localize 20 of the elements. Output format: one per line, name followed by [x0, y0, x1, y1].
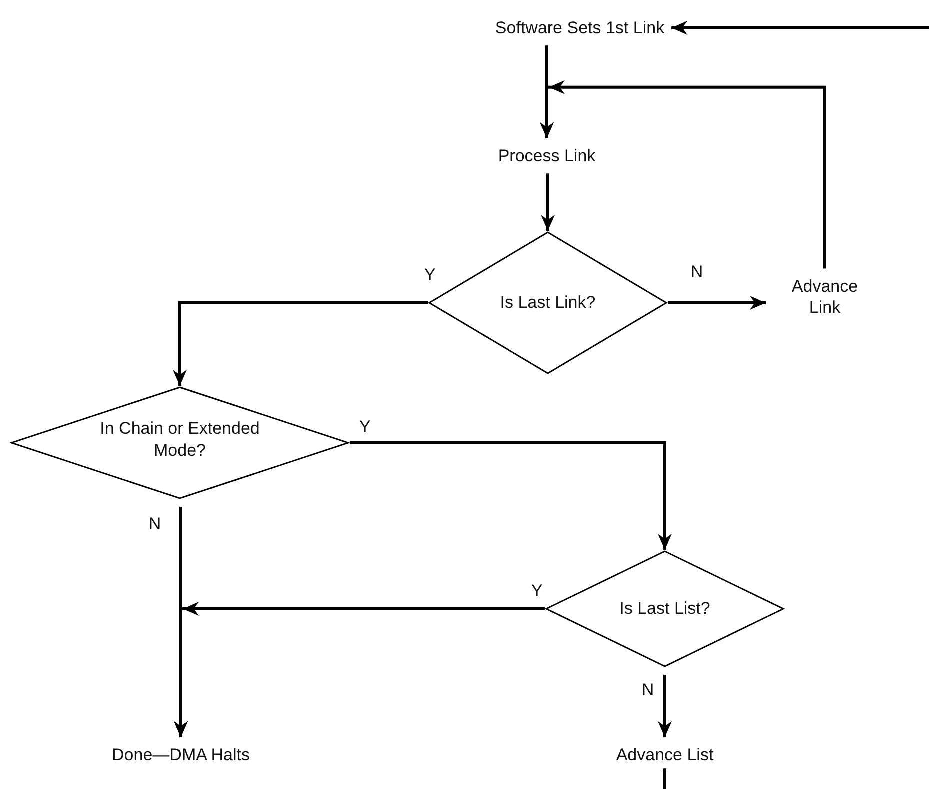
arrow — [672, 21, 929, 35]
arrow — [541, 174, 555, 231]
arrow — [173, 302, 428, 386]
arrow — [668, 296, 766, 310]
step-text: Done—DMA Halts — [112, 744, 250, 766]
arrow — [658, 675, 672, 738]
edge-label: Y — [422, 266, 438, 284]
edge-label: Y — [529, 582, 545, 600]
step-text: Software Sets 1st Link — [495, 17, 665, 39]
decision-diamond — [10, 386, 350, 500]
step-text: Process Link — [498, 145, 596, 167]
arrow — [350, 442, 672, 550]
decision-text: Is Last Link? — [499, 292, 597, 314]
decision-diamond — [545, 550, 785, 668]
step-text: Advance Link — [780, 276, 870, 318]
edge-label: Y — [357, 418, 373, 436]
decision-text: In Chain or Extended Mode? — [99, 418, 261, 462]
step-text: Advance List — [616, 744, 714, 766]
connector-line — [664, 768, 666, 789]
decision-text: Is Last List? — [618, 598, 712, 620]
